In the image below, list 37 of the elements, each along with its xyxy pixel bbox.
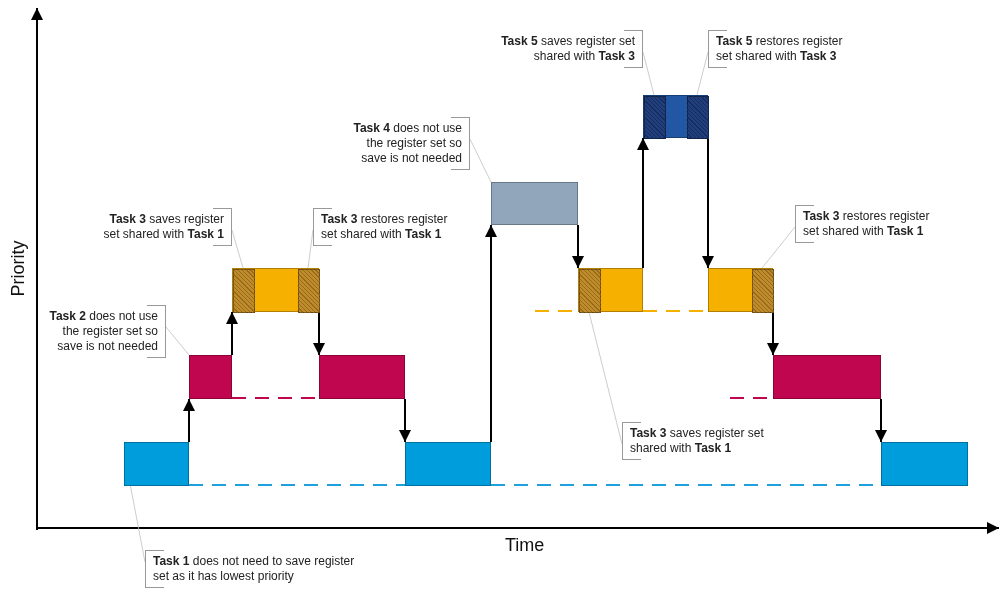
task-block: [773, 355, 881, 399]
arrow: [702, 137, 714, 269]
leader-line: [642, 51, 655, 96]
task-block: [189, 355, 232, 399]
task-block: [578, 268, 643, 312]
hatched-segment: [644, 96, 666, 139]
hatched-segment: [752, 269, 774, 313]
axis-label: Priority: [7, 240, 29, 297]
arrow: [183, 398, 195, 443]
leader-line: [165, 326, 190, 356]
task-block: [643, 95, 708, 138]
task-block: [708, 268, 773, 312]
leader-line: [761, 226, 796, 269]
task-block: [491, 182, 578, 225]
arrow: [313, 311, 325, 356]
task-block: [405, 442, 491, 486]
arrow: [226, 311, 238, 356]
axis-label: Time: [505, 535, 545, 556]
task-block: [124, 442, 189, 486]
leader-line: [696, 51, 709, 96]
arrow: [767, 311, 779, 356]
arrow: [485, 224, 497, 443]
arrow: [875, 398, 887, 443]
leader-line: [469, 138, 492, 183]
arrow: [572, 224, 584, 269]
task-block: [319, 355, 405, 399]
task-block: [232, 268, 319, 312]
task-block: [881, 442, 968, 486]
dashed-line: [188, 484, 406, 486]
hatched-segment: [687, 96, 709, 139]
hatched-segment: [233, 269, 255, 313]
leader-line: [588, 311, 623, 445]
arrow: [399, 398, 411, 443]
hatched-segment: [579, 269, 601, 313]
arrow: [637, 137, 649, 269]
hatched-segment: [298, 269, 320, 313]
leader-line: [231, 229, 244, 269]
